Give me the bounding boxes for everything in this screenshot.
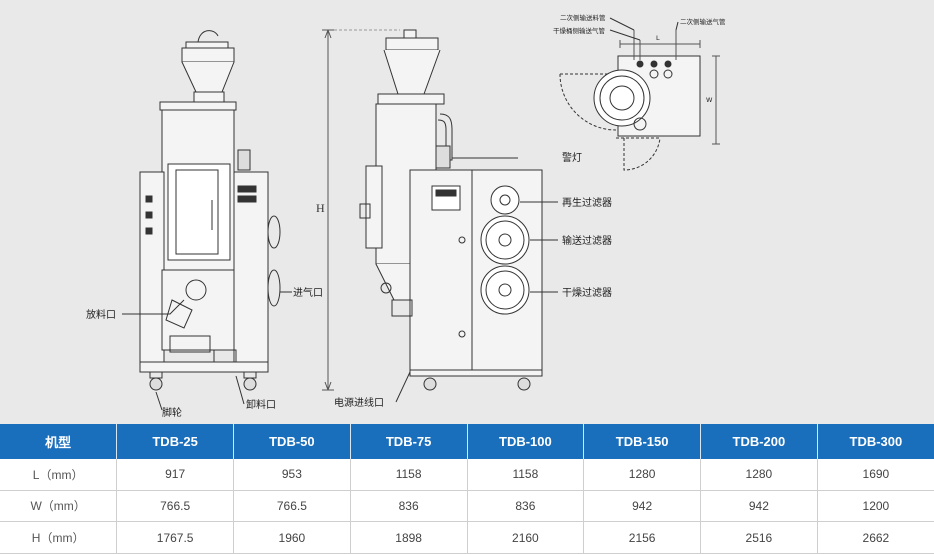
table-cell: 917 bbox=[116, 459, 234, 491]
row-label-width: W（mm） bbox=[0, 490, 118, 523]
callout-warning-light: 警灯 bbox=[562, 151, 582, 164]
callout-secondary-feed-pipe: 二次侧输送料管 bbox=[560, 13, 606, 22]
table-cell: 1158 bbox=[467, 459, 585, 491]
dimension-height-label: H bbox=[316, 201, 325, 215]
table-cell: 1280 bbox=[700, 459, 818, 491]
table-cell: 1767.5 bbox=[116, 521, 234, 554]
table-cell: 1200 bbox=[817, 490, 934, 523]
callout-air-inlet: 进气口 bbox=[293, 286, 323, 299]
table-cell: 766.5 bbox=[116, 490, 234, 523]
table-row: L（mm） 917 953 1158 1158 1280 1280 1690 bbox=[0, 459, 934, 491]
top-view-machine bbox=[559, 30, 720, 171]
callout-discharge-port: 放料口 bbox=[86, 308, 116, 321]
table-cell: 2516 bbox=[700, 521, 818, 554]
table-cell: 1158 bbox=[350, 459, 468, 491]
spec-table: 机型 TDB-25 TDB-50 TDB-75 TDB-100 TDB-150 … bbox=[0, 424, 934, 554]
callout-power-inlet: 电源进线口 bbox=[334, 396, 384, 409]
callout-dry-side-air-pipe: 干燥桶侧输送气管 bbox=[553, 26, 606, 35]
row-label-height: H（mm） bbox=[0, 521, 118, 554]
table-cell: 836 bbox=[467, 490, 585, 523]
table-cell: 766.5 bbox=[233, 490, 351, 523]
table-cell: 2156 bbox=[583, 521, 701, 554]
dimension-width-label: W bbox=[706, 96, 713, 104]
header-model: 机型 bbox=[0, 424, 118, 459]
table-cell: 1280 bbox=[583, 459, 701, 491]
table-cell: 942 bbox=[700, 490, 818, 523]
technical-drawing: 放料口 进气口 脚轮 卸料口 警灯 再生过滤器 输送过滤器 干燥过滤器 电源进线… bbox=[0, 0, 934, 424]
table-cell: 2160 bbox=[467, 521, 585, 554]
table-cell: 1690 bbox=[817, 459, 934, 491]
dimension-length-label: L bbox=[656, 34, 660, 42]
table-cell: 942 bbox=[583, 490, 701, 523]
dryer-drawing-svg: 放料口 进气口 脚轮 卸料口 警灯 再生过滤器 输送过滤器 干燥过滤器 电源进线… bbox=[86, 13, 726, 419]
callout-drying-filter: 干燥过滤器 bbox=[562, 286, 612, 299]
table-cell: 2662 bbox=[817, 521, 934, 554]
leader-lines bbox=[122, 17, 679, 411]
callout-secondary-air-pipe: 二次侧输送气管 bbox=[680, 17, 726, 26]
row-label-length: L（mm） bbox=[0, 459, 118, 491]
table-cell: 836 bbox=[350, 490, 468, 523]
header-tdb-100: TDB-100 bbox=[467, 424, 585, 459]
header-tdb-300: TDB-300 bbox=[817, 424, 934, 459]
callout-conveying-filter: 输送过滤器 bbox=[562, 234, 612, 247]
callout-unloading-port: 卸料口 bbox=[246, 398, 276, 411]
header-tdb-150: TDB-150 bbox=[583, 424, 701, 459]
callout-regeneration-filter: 再生过滤器 bbox=[562, 196, 612, 209]
header-tdb-25: TDB-25 bbox=[116, 424, 234, 459]
table-cell: 1898 bbox=[350, 521, 468, 554]
header-tdb-50: TDB-50 bbox=[233, 424, 351, 459]
table-cell: 1960 bbox=[233, 521, 351, 554]
callout-casters: 脚轮 bbox=[162, 406, 182, 419]
header-tdb-75: TDB-75 bbox=[350, 424, 468, 459]
front-view-machine bbox=[139, 30, 281, 391]
table-row: H（mm） 1767.5 1960 1898 2160 2156 2516 26… bbox=[0, 521, 934, 554]
table-cell: 953 bbox=[233, 459, 351, 491]
side-view-machine bbox=[322, 29, 543, 391]
header-tdb-200: TDB-200 bbox=[700, 424, 818, 459]
spec-table-header-row: 机型 TDB-25 TDB-50 TDB-75 TDB-100 TDB-150 … bbox=[0, 424, 934, 459]
table-row: W（mm） 766.5 766.5 836 836 942 942 1200 bbox=[0, 490, 934, 523]
